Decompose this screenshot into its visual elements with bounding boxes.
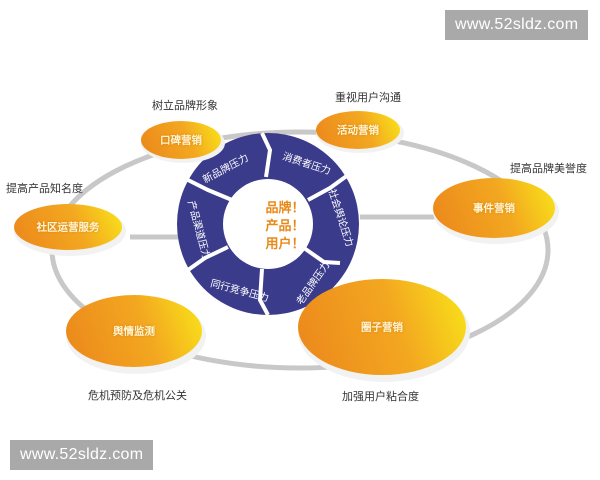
caption-crisis: 危机预防及危机公关 [88, 389, 187, 402]
center-line: 产品！ [265, 219, 305, 234]
caption-product-awareness: 提高产品知名度 [6, 182, 83, 195]
caption-user-communication: 重视用户沟通 [335, 91, 401, 104]
watermark-bottom-left: www.52sldz.com [10, 440, 154, 470]
node-circle: 圈子营销 [361, 321, 403, 334]
node-word-of-mouth: 口碑营销 [160, 134, 202, 147]
node-sentiment: 舆情监测 [113, 325, 155, 338]
caption-user-stickiness: 加强用户粘合度 [342, 390, 419, 403]
node-activity: 活动营销 [337, 124, 379, 137]
node-community: 社区运营服务 [36, 221, 100, 234]
center-line: 品牌！ [265, 201, 305, 216]
center-line: 用户！ [265, 237, 305, 252]
watermark-top-right: www.52sldz.com [445, 10, 589, 40]
center-slogan: 品牌！ 产品！ 用户！ [255, 200, 315, 254]
node-event: 事件营销 [473, 202, 515, 215]
node-shapes [14, 111, 559, 382]
caption-brand-reputation: 提高品牌美誉度 [510, 162, 587, 175]
caption-brand-image: 树立品牌形象 [152, 99, 218, 112]
